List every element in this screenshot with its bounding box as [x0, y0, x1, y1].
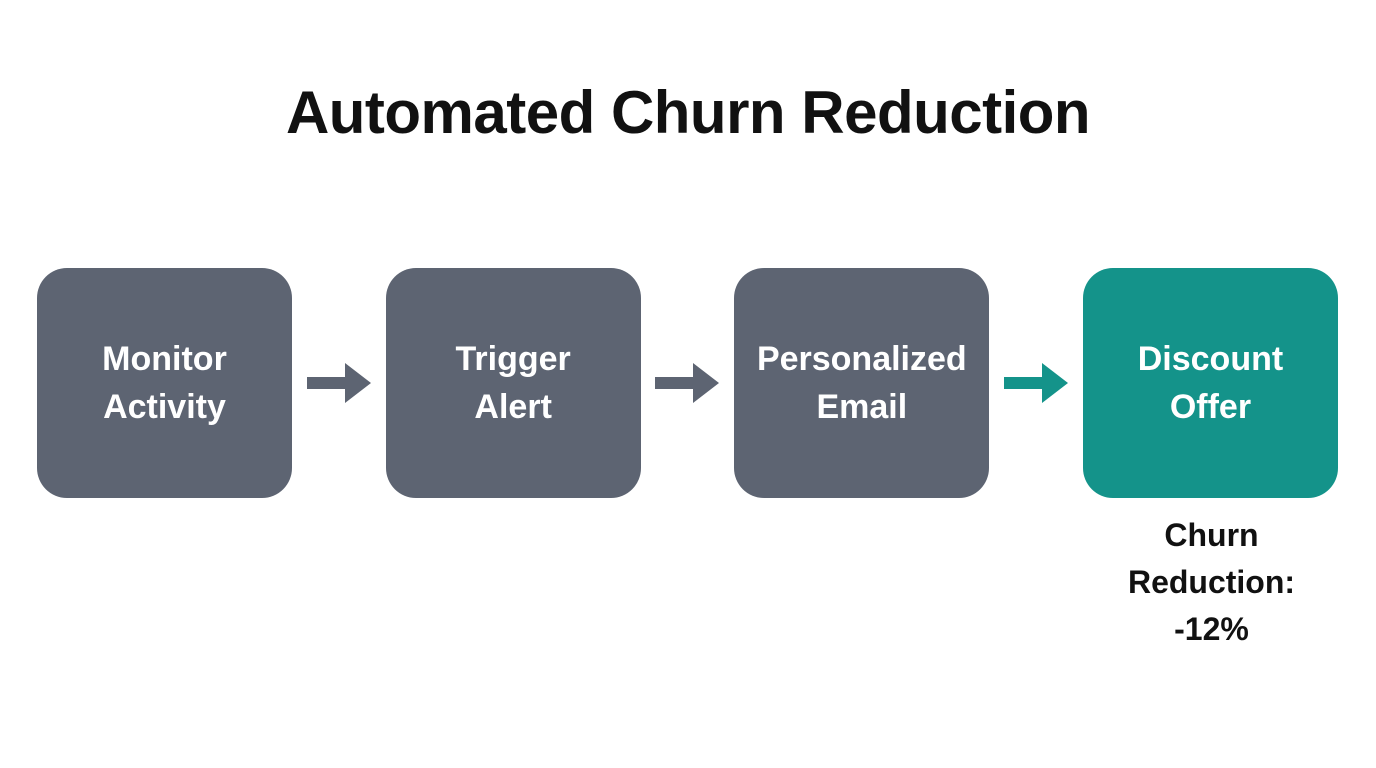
step-label-line: Activity	[103, 388, 226, 426]
step-discount-offer: Discount Offer	[1082, 268, 1338, 498]
arrow-right-shape	[1004, 363, 1069, 403]
arrow-right-shape	[655, 363, 720, 403]
arrow-right-shape	[306, 363, 371, 403]
step-label-line: Offer	[1169, 388, 1252, 426]
annotation-line: Churn	[1164, 517, 1259, 553]
arrow-right-icon	[306, 363, 371, 403]
step-label-line: Discount	[1137, 340, 1284, 378]
step-monitor-activity: Monitor Activity	[37, 268, 292, 498]
annotation-line: Reduction:	[1127, 564, 1296, 600]
arrow-right-icon	[655, 363, 720, 403]
diagram-title: Automated Churn Reduction	[285, 79, 1091, 146]
step-personalized-email: Personalized Email	[734, 268, 990, 498]
flow-row: Monitor Activity Trigger Alert Personali…	[37, 268, 1338, 498]
step-label-line: Email	[816, 388, 908, 426]
step-label-line: Trigger	[455, 340, 571, 378]
churn-reduction-annotation: Churn Reduction: -12%	[1085, 512, 1338, 653]
step-label-line: Alert	[474, 388, 552, 426]
step-trigger-alert: Trigger Alert	[385, 268, 641, 498]
arrow-right-icon	[1004, 363, 1069, 403]
step-label-line: Monitor	[102, 340, 227, 378]
annotation-line: -12%	[1174, 611, 1249, 647]
step-label-line: Personalized	[756, 340, 967, 378]
